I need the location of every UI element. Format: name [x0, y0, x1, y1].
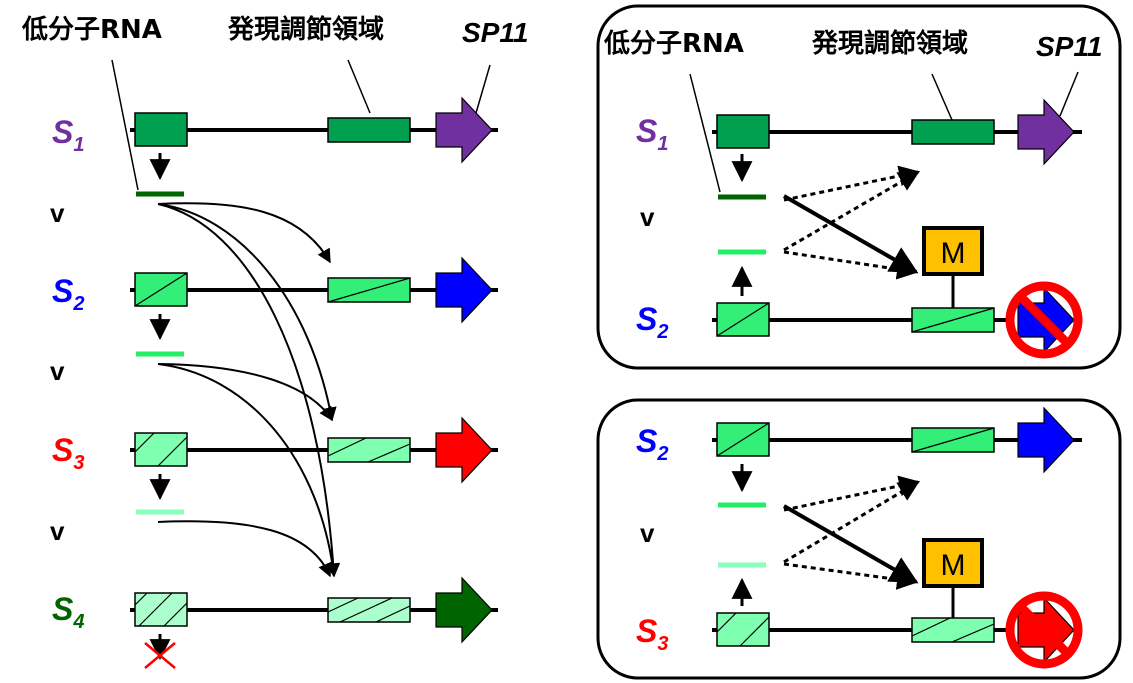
gene-pointer-line	[475, 64, 491, 114]
small-rna-label: 低分子RNA	[21, 15, 162, 45]
hatch	[911, 427, 995, 453]
left-panel: 低分子RNA 発現調節領域 SP11 S1 v S2	[21, 14, 528, 669]
region-pointer-line	[931, 73, 953, 121]
sp11-gene-arrow	[435, 576, 493, 644]
methylation-label: M	[941, 549, 966, 582]
hatch	[134, 432, 155, 453]
hatch	[327, 437, 367, 457]
hatch	[138, 592, 173, 627]
methylation-arrow	[783, 194, 919, 274]
methylation-box	[922, 226, 984, 276]
right-panel-top: 低分子RNA 発現調節領域 SP11 S1 v M S2	[596, 4, 1122, 370]
allele-label-s2: S2	[636, 301, 668, 343]
sp11-gene-arrow	[435, 256, 493, 324]
hatch	[157, 436, 188, 467]
allele-row-s4: S4	[52, 576, 498, 669]
hatch	[739, 616, 770, 647]
hatch	[951, 623, 995, 643]
regulatory-region	[327, 117, 411, 143]
silenced-gene-s3	[1005, 591, 1083, 669]
small-rna-label: 低分子RNA	[603, 29, 744, 59]
dotted-arrow	[783, 165, 921, 202]
allele-label-s1: S1	[636, 113, 668, 155]
allele-label-s1: S1	[52, 114, 84, 156]
dotted-arrow	[783, 475, 921, 512]
prohibit-slash	[1016, 292, 1072, 348]
dominance-symbol: v	[640, 518, 655, 548]
panel-frame	[596, 4, 1122, 370]
dominance-symbol: v	[50, 198, 65, 228]
rna-pointer-line	[111, 59, 139, 191]
gene-pointer-line	[1059, 71, 1079, 117]
allele-label-s2: S2	[52, 273, 84, 315]
arc-s1-to-s2	[157, 202, 331, 264]
dotted-arrow	[783, 562, 919, 590]
allele-label-s3: S3	[636, 613, 668, 655]
hatch	[911, 307, 995, 333]
allele-row-s1: S1	[52, 96, 498, 197]
sp11-label: SP11	[462, 17, 528, 48]
dotted-arrow	[783, 170, 920, 252]
sp11-gene-arrow	[435, 96, 493, 164]
hatch	[327, 277, 411, 303]
right-panel-bottom: S2 v M S3	[596, 398, 1122, 680]
dominance-symbol: v	[50, 356, 65, 386]
blocked-cross	[144, 642, 176, 669]
regulatory-region	[911, 119, 995, 145]
sp11-gene-arrow	[1017, 98, 1075, 166]
hatch	[134, 592, 148, 606]
hatch	[367, 443, 411, 463]
dominance-symbol: v	[640, 202, 655, 232]
smrna-locus	[716, 114, 770, 149]
smrna-locus	[134, 112, 188, 147]
regulatory-region-label: 発現調節領域	[227, 14, 384, 45]
methylation-arrow	[783, 504, 919, 584]
arc-s2-to-s3	[157, 363, 333, 422]
allele-label-s3: S3	[52, 432, 84, 474]
hatch	[339, 597, 393, 623]
hatch	[716, 302, 770, 337]
sp11-gene-arrow	[1017, 406, 1075, 474]
sp11-gene-arrow	[435, 416, 493, 484]
arc-s1-to-s3	[157, 203, 337, 422]
allele-row-s2: S2	[52, 256, 498, 357]
allele-row-s3: S3	[52, 416, 498, 515]
region-pointer-line	[347, 59, 371, 114]
arc-s2-to-s4	[157, 363, 340, 578]
hatch	[163, 602, 188, 627]
dominance-symbol: v	[50, 516, 65, 546]
rna-pointer-line	[689, 73, 721, 193]
prohibit-slash	[1016, 602, 1072, 658]
hatch	[327, 597, 359, 613]
arc-s3-to-s4	[157, 520, 332, 578]
allele-label-s4: S4	[52, 591, 84, 633]
allele-label-s2: S2	[636, 423, 668, 465]
hatch	[134, 272, 188, 307]
regulatory-region-label: 発現調節領域	[811, 28, 968, 59]
panel-frame	[596, 398, 1122, 680]
hatch	[716, 422, 770, 457]
sp11-label: SP11	[1036, 31, 1102, 62]
hatch	[375, 605, 411, 623]
hatch	[911, 617, 951, 637]
targeting-arcs	[157, 202, 341, 578]
prohibit-icon	[1005, 591, 1083, 669]
smrna-locus	[716, 612, 770, 647]
smrna-locus	[134, 432, 188, 467]
dotted-arrow	[783, 250, 919, 280]
dotted-arrow	[783, 480, 920, 564]
silenced-gene-s2	[1005, 281, 1083, 359]
arc-s1-to-s4	[157, 203, 341, 578]
hatch	[716, 612, 737, 633]
methylation-label: M	[941, 237, 966, 270]
prohibit-icon	[1005, 281, 1083, 359]
regulatory-region	[327, 597, 411, 623]
